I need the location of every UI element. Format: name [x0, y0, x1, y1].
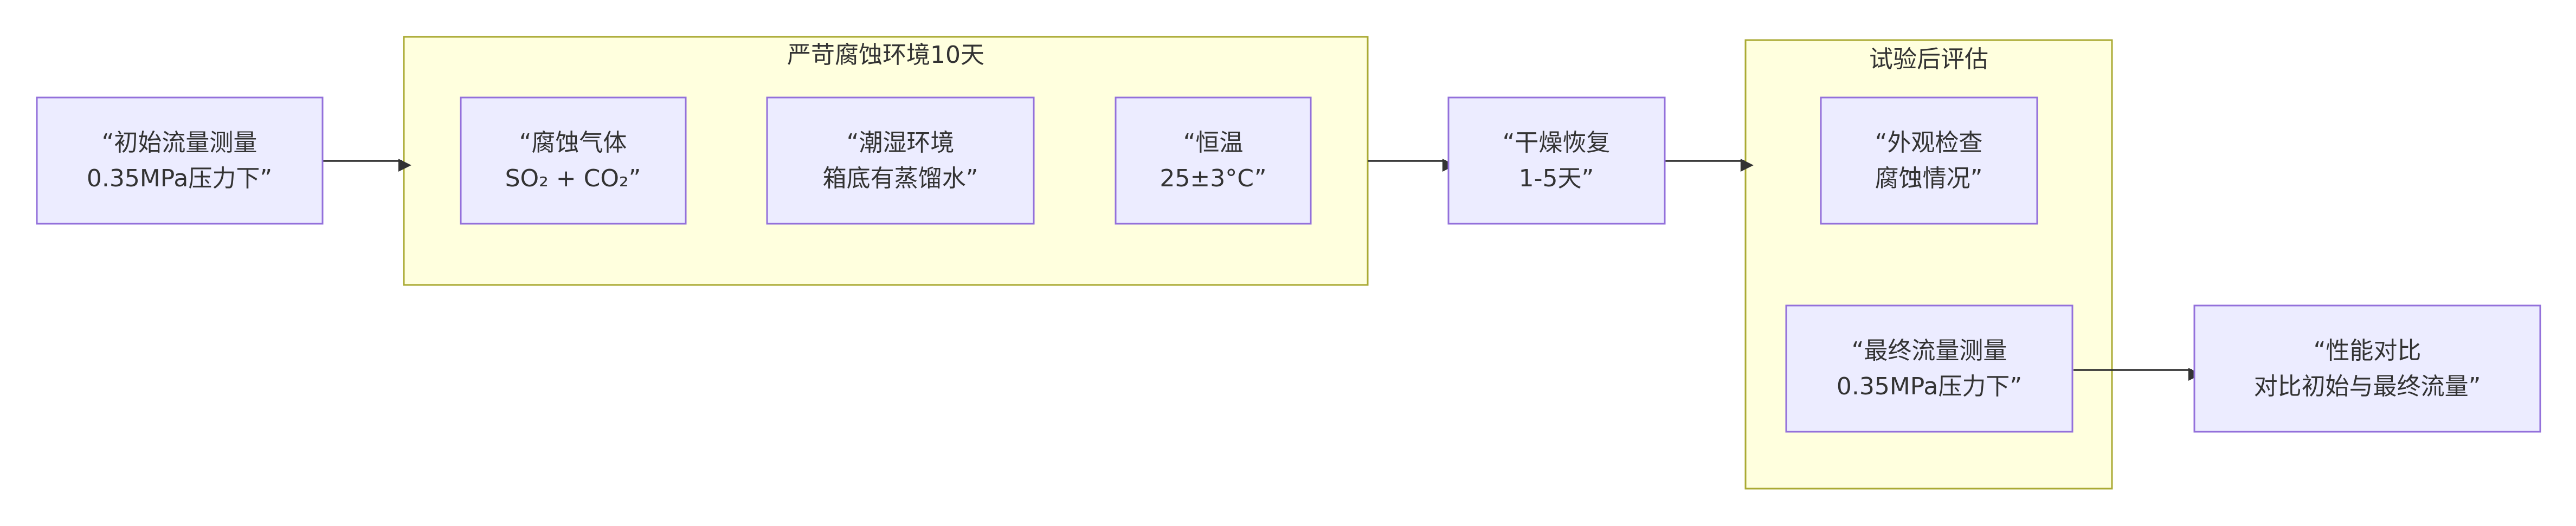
node-temp-line2: 25±3°C”	[1160, 165, 1266, 192]
edges	[323, 159, 2201, 381]
node-visual-line2: 腐蚀情况”	[1875, 165, 1983, 192]
node-temp-line1: “恒温	[1183, 129, 1244, 157]
node-compare-line2: 对比初始与最终流量”	[2254, 373, 2481, 400]
node-final-line2: 0.35MPa压力下”	[1837, 373, 2022, 400]
node-gas-line1: “腐蚀气体	[519, 129, 627, 157]
node-compare-line1: “性能对比	[2314, 337, 2422, 365]
node-performance-comparison: “性能对比 对比初始与最终流量”	[2193, 304, 2541, 433]
node-humid-line2: 箱底有蒸馏水”	[823, 165, 978, 192]
node-final-flow: “最终流量测量 0.35MPa压力下”	[1785, 304, 2073, 433]
node-gas-line2: SO₂ + CO₂”	[505, 165, 641, 192]
node-humid-environment: “潮湿环境 箱底有蒸馏水”	[766, 96, 1035, 225]
node-dry-line2: 1-5天”	[1519, 165, 1594, 192]
node-initial-flow: “初始流量测量 0.35MPa压力下”	[36, 96, 324, 225]
node-initial-line2: 0.35MPa压力下”	[87, 165, 272, 192]
node-visual-line1: “外观检查	[1875, 129, 1983, 157]
node-final-line1: “最终流量测量	[1852, 337, 2007, 365]
node-initial-line1: “初始流量测量	[102, 129, 257, 157]
node-dry-line1: “干燥恢复	[1503, 129, 1611, 157]
node-corrosive-gas: “腐蚀气体 SO₂ + CO₂”	[460, 96, 687, 225]
node-constant-temperature: “恒温 25±3°C”	[1115, 96, 1312, 225]
node-dry-recovery: “干燥恢复 1-5天”	[1447, 96, 1666, 225]
group-corrosion-label: 严苛腐蚀环境10天	[787, 41, 984, 69]
group-evaluation-label: 试验后评估	[1869, 46, 1988, 73]
node-humid-line1: “潮湿环境	[847, 129, 955, 157]
node-visual-inspection: “外观检查 腐蚀情况”	[1820, 96, 2038, 225]
